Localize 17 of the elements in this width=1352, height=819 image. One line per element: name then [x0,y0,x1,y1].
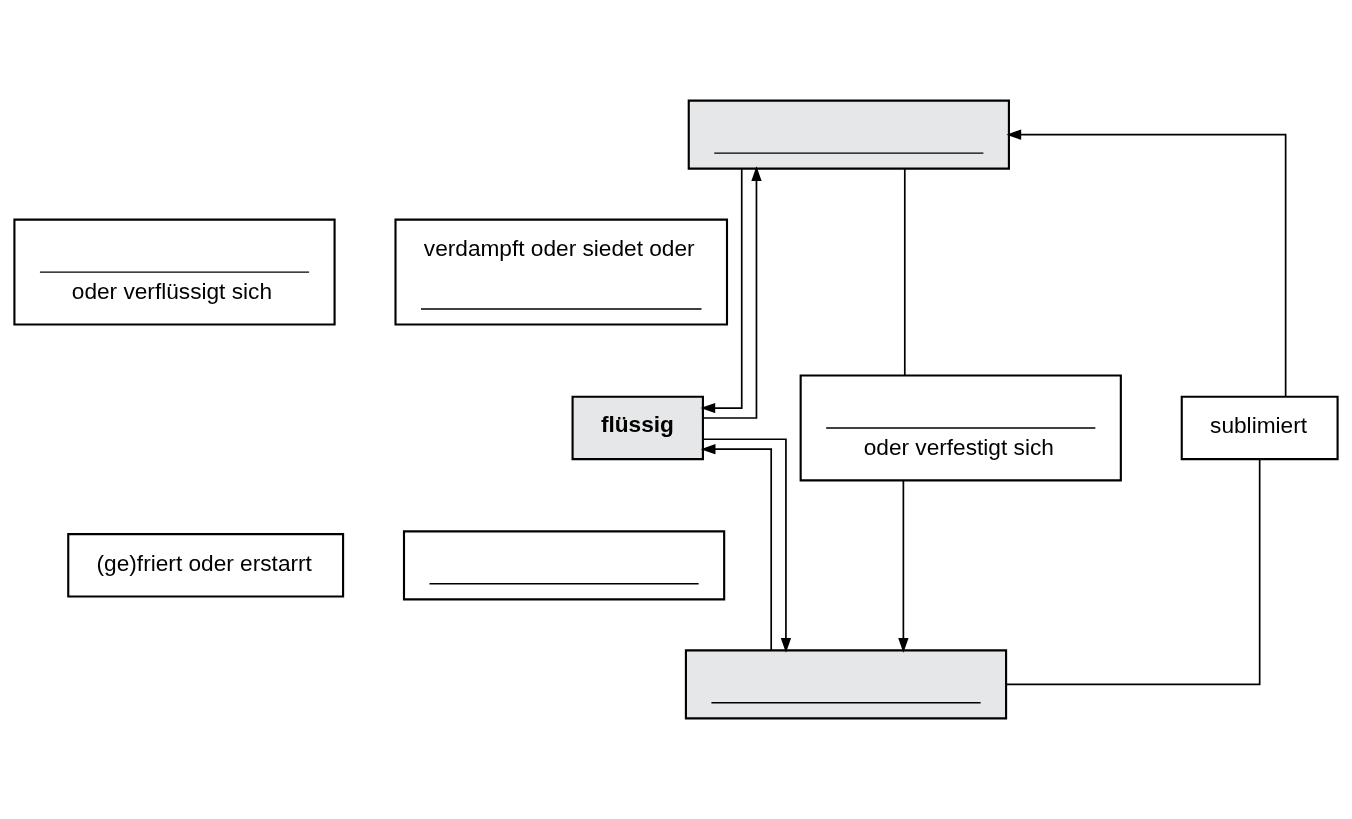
node-box: oder verfestigt sich [799,374,1122,482]
connector [903,168,906,376]
node-box [687,99,1010,170]
arrow [700,444,773,651]
arrow [1006,129,1287,398]
arrow [702,166,762,419]
arrow [702,438,792,653]
node-box: (ge)friert oder erstarrt [67,533,345,598]
arrow [898,479,909,653]
node-box: flüssig [571,395,704,461]
node-box [402,530,726,601]
arrow [700,167,743,414]
node-box [684,649,1008,720]
connector [1005,458,1261,686]
node-box: oder verflüssigt sich [13,218,336,326]
node-box: sublimiert [1180,395,1339,461]
node-box: verdampft oder siedet oder [394,218,729,326]
